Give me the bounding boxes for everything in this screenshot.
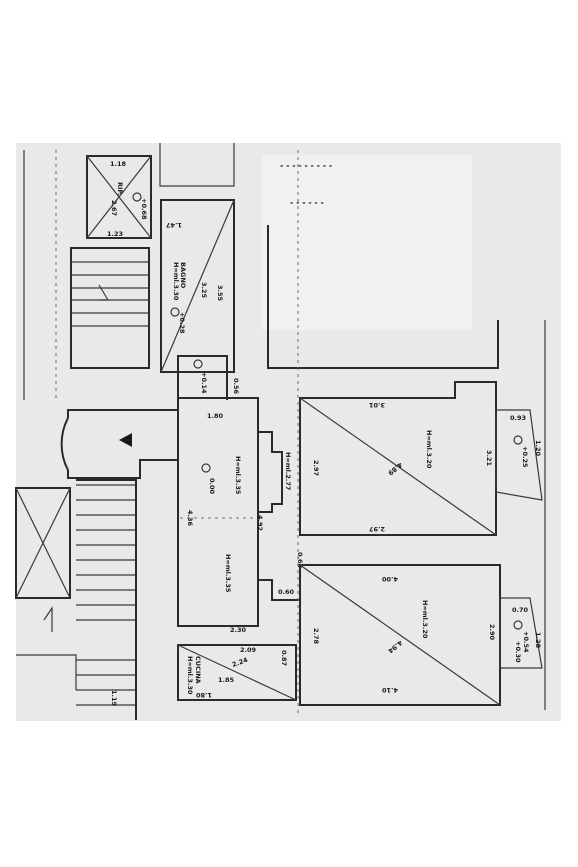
stair-treads-lower — [76, 484, 136, 706]
dim-070: 0.70 — [512, 606, 529, 614]
blank-area — [262, 155, 472, 330]
dim-185: 1.85 — [218, 676, 235, 684]
kitchen-diagonal — [177, 644, 297, 701]
passage-lower — [258, 579, 300, 601]
dim-060b: 0.60 — [296, 552, 304, 569]
dim-410: 4.10 — [381, 686, 398, 694]
stair-arrow-upper — [98, 284, 109, 301]
dim-056: 0.56 — [232, 378, 240, 395]
label-rip: RIP. — [116, 182, 124, 195]
dim-180: 1.80 — [207, 412, 224, 420]
dim-321: 3.21 — [485, 450, 493, 467]
small-room-rip — [86, 155, 152, 239]
level-028: +0.28 — [178, 312, 186, 334]
upper-room — [299, 381, 497, 536]
entrance-bottom — [67, 459, 178, 479]
dim-492: 4.92 — [256, 515, 264, 531]
stair-enclosure — [76, 479, 137, 720]
outline-upper-right — [267, 225, 499, 369]
dim-128: 1.28 — [534, 632, 542, 649]
level-marker-068 — [132, 192, 142, 202]
lift-diagonal-2 — [15, 487, 71, 599]
bathroom — [160, 199, 235, 373]
small-room-diagonal-2 — [86, 155, 152, 239]
scribble-top2: - - - - - - — [290, 198, 324, 207]
passage-bath — [177, 355, 228, 400]
level-marker-025 — [513, 435, 523, 445]
dim-147: 1.47 — [166, 221, 182, 229]
dim-267: 2.67 — [110, 200, 118, 216]
lower-room-diagonal — [299, 564, 501, 706]
stair-treads-upper — [71, 261, 149, 327]
dim-230: 2.30 — [230, 626, 247, 634]
dim-060: 0.60 — [278, 588, 295, 596]
dim-297: 2.97 — [369, 525, 385, 533]
scribble-top: - - - - - - - - - — [280, 161, 332, 170]
entrance-arrow — [119, 433, 132, 447]
balcony-lower — [499, 597, 543, 669]
dim-093: 0.93 — [510, 414, 526, 422]
dim-290: 2.90 — [488, 624, 496, 641]
level-marker-054 — [513, 620, 523, 630]
level-marker-014 — [193, 359, 203, 369]
level-marker-028 — [170, 307, 180, 317]
dim-209: 2.09 — [240, 646, 257, 654]
corridor-height-lower: H=ml.3.35 — [224, 554, 232, 593]
level-030: +0.30 — [514, 641, 522, 663]
entrance-top — [67, 409, 178, 418]
dim-325: 3.25 — [200, 282, 208, 299]
kitchen-height: H=ml.3.30 — [186, 656, 194, 695]
dim-120: 1.20 — [534, 440, 542, 457]
label-bathroom: BAGNO — [179, 262, 187, 289]
outline-top-box — [159, 143, 235, 187]
label-upper-room: H=ml.3.20 — [425, 430, 433, 469]
level-marker-000 — [201, 463, 211, 473]
level-014: +0.14 — [200, 372, 208, 394]
dim-301: 3.01 — [368, 401, 385, 409]
level-068: +0.68 — [140, 198, 148, 220]
dim-400: 4.00 — [381, 575, 398, 583]
corridor-height-upper: H=ml.3.35 — [234, 456, 242, 495]
stair-arrow-lower — [43, 606, 53, 632]
label-lower-room: H=ml.3.20 — [421, 600, 429, 639]
stair-block-upper — [70, 247, 150, 369]
level-025: +0.25 — [521, 446, 529, 468]
label-kitchen: CUCINA — [194, 656, 202, 684]
dim-436: 4.36 — [186, 510, 194, 527]
dim-278: 2.78 — [312, 628, 320, 645]
dim-123: 1.23 — [107, 230, 123, 238]
dim-118: 1.18 — [110, 160, 127, 168]
entrance-arc — [60, 417, 69, 471]
balcony-upper — [495, 409, 543, 501]
level-000: 0.00 — [208, 478, 216, 495]
lift-shaft — [15, 487, 71, 599]
bathroom-diagonal — [160, 199, 235, 373]
stair-note: 1.19 — [110, 690, 118, 707]
passage-height: H=ml.2.77 — [284, 452, 292, 490]
dim-180b: 1.80 — [195, 691, 212, 699]
passage — [258, 431, 283, 513]
dim-297b: 2.97 — [312, 460, 320, 476]
level-054: +0.54 — [522, 631, 530, 653]
upper-room-diagonal — [299, 397, 497, 536]
stair-landing — [16, 654, 77, 690]
bathroom-height: H=ml.3.30 — [172, 262, 180, 301]
dim-087: 0.87 — [280, 650, 288, 666]
dim-355: 3.55 — [216, 285, 224, 302]
